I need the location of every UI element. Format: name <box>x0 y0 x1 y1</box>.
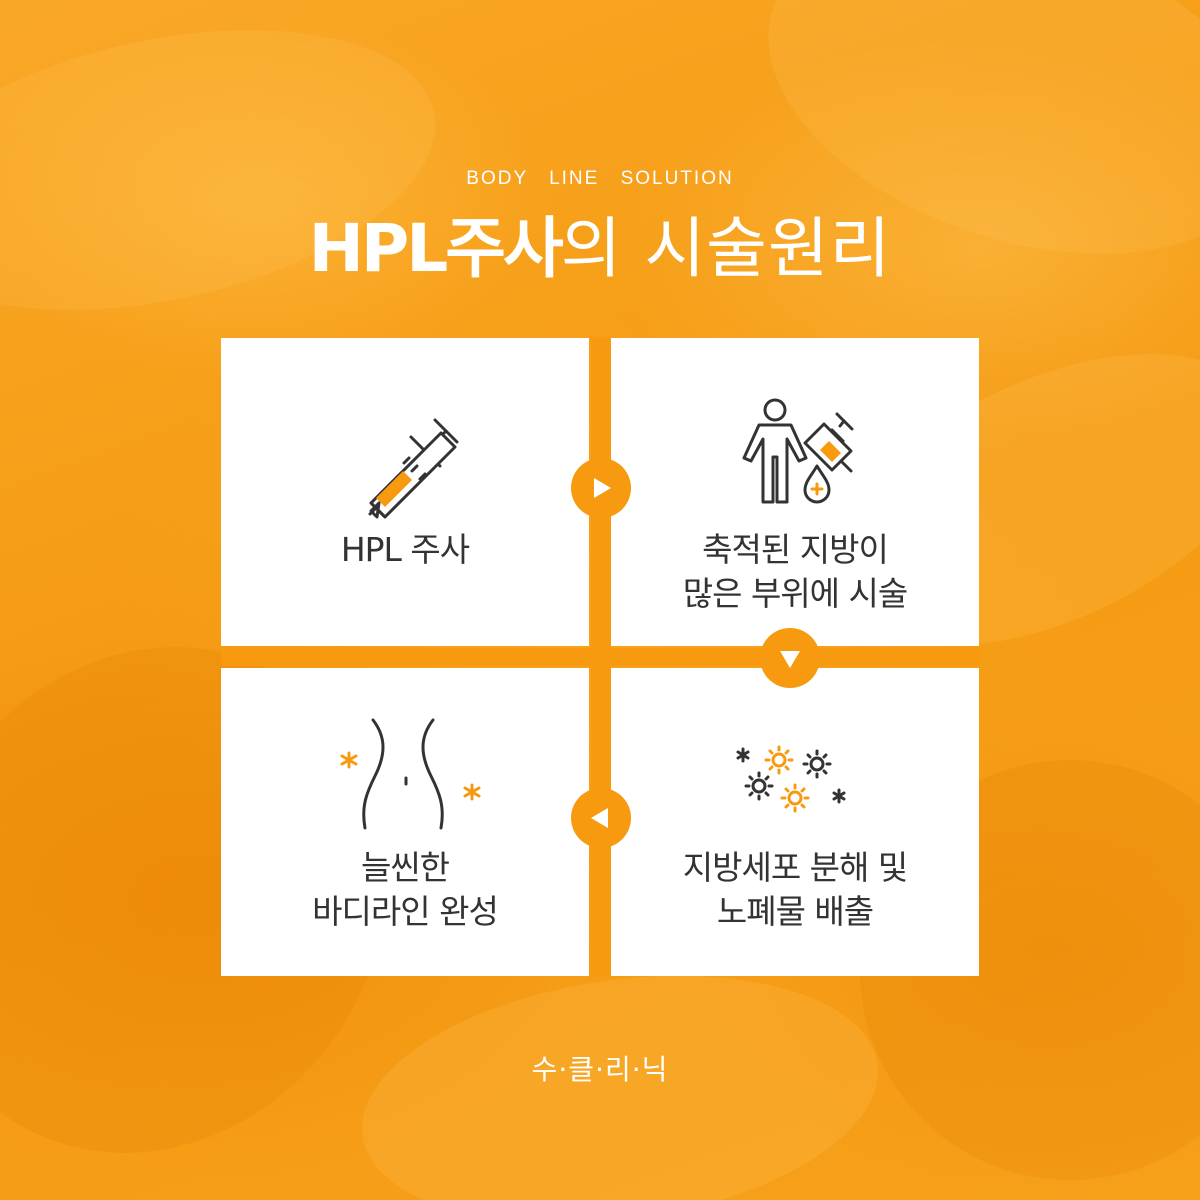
fat-cells-icon <box>736 745 846 813</box>
step-label-4: 지방세포 분해 및 노폐물 배출 <box>682 848 909 931</box>
person-injection-icon <box>742 398 854 504</box>
page-title: HPL주사의 시술원리 <box>0 204 1200 294</box>
step-label-1: HPL 주사 <box>340 530 470 569</box>
subtitle: BODY LINE SOLUTION <box>466 168 734 189</box>
arrow-down-icon <box>760 628 820 688</box>
step-card-4: 지방세포 분해 및 노폐물 배출 <box>611 668 979 976</box>
slim-waist-icon <box>340 718 481 830</box>
step-card-1: HPL 주사 <box>221 338 589 646</box>
title-strong: HPL주사 <box>308 210 564 287</box>
step-label-3: 늘씬한 바디라인 완성 <box>312 848 499 931</box>
step-label-2: 축적된 지방이 많은 부위에 시술 <box>682 530 909 613</box>
arrow-left-icon <box>571 788 631 848</box>
arrow-right-icon <box>571 458 631 518</box>
title-light: 의 시술원리 <box>560 210 892 287</box>
connector-vertical <box>591 338 611 976</box>
step-card-3: 늘씬한 바디라인 완성 <box>221 668 589 976</box>
step-card-2: 축적된 지방이 많은 부위에 시술 <box>611 338 979 646</box>
syringe-icon <box>368 418 459 519</box>
brand-footer: 수·클·리·닉 <box>531 1053 669 1086</box>
